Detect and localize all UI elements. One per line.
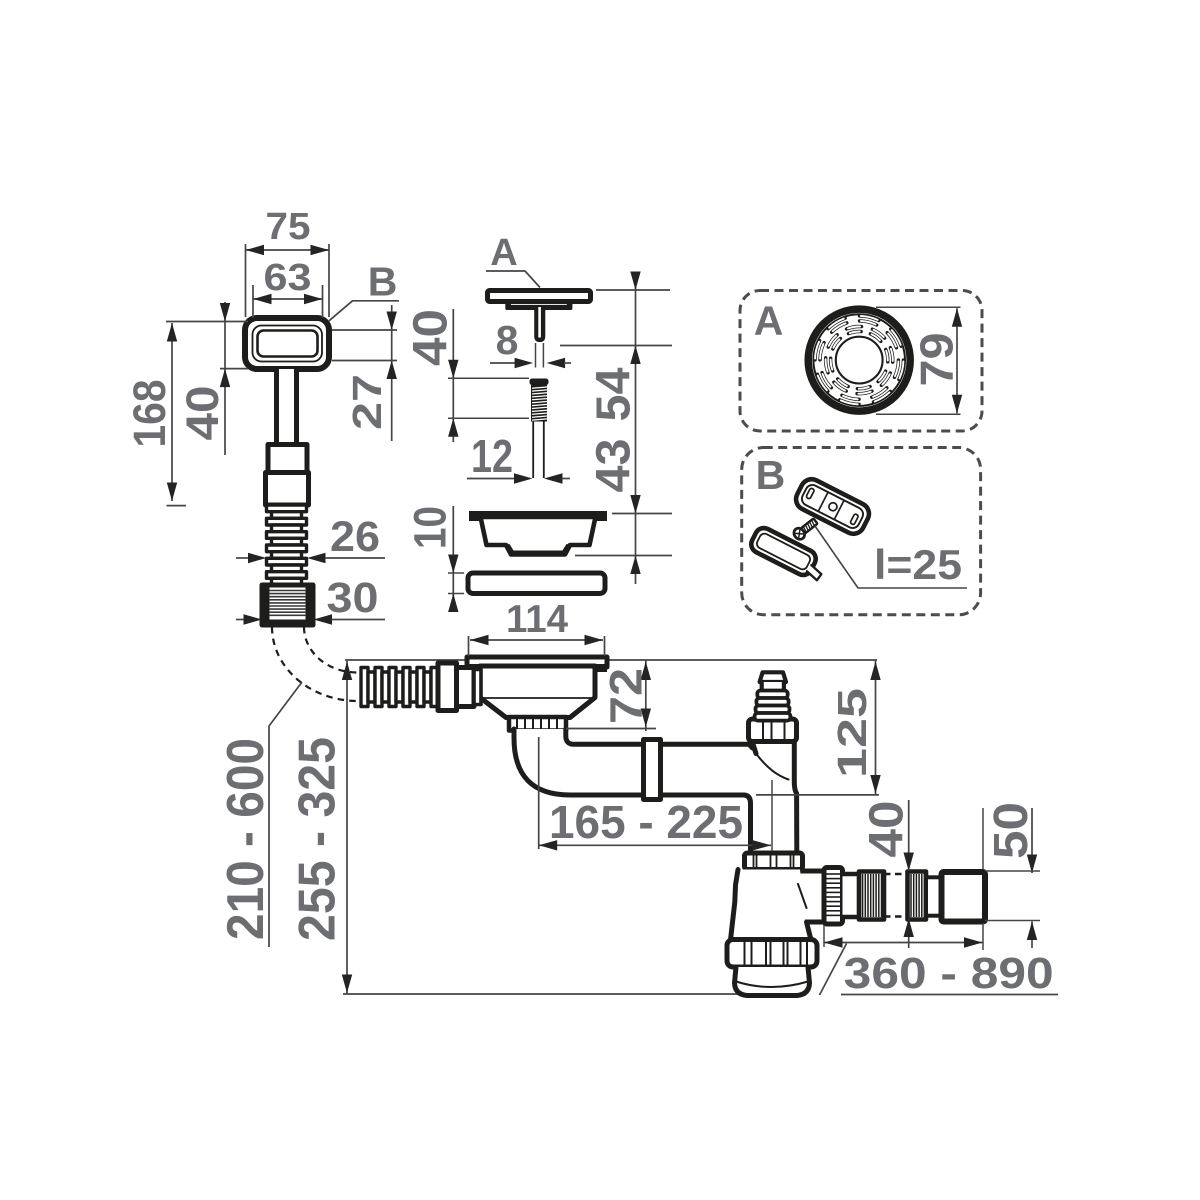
svg-text:30: 30 xyxy=(327,574,379,622)
svg-text:125: 125 xyxy=(829,688,875,778)
svg-text:75: 75 xyxy=(266,206,311,248)
svg-text:40: 40 xyxy=(860,801,913,858)
svg-text:l=25: l=25 xyxy=(874,541,962,588)
svg-text:10: 10 xyxy=(404,506,455,549)
svg-text:54: 54 xyxy=(587,367,640,421)
svg-text:26: 26 xyxy=(330,513,380,561)
svg-text:8: 8 xyxy=(496,317,519,363)
svg-text:B: B xyxy=(368,259,398,305)
svg-text:114: 114 xyxy=(506,598,568,641)
svg-text:27: 27 xyxy=(344,374,390,430)
svg-text:255 - 325: 255 - 325 xyxy=(289,737,347,941)
svg-text:40: 40 xyxy=(177,386,228,441)
svg-text:B: B xyxy=(756,452,786,498)
svg-text:165 - 225: 165 - 225 xyxy=(549,796,743,848)
svg-text:12: 12 xyxy=(471,430,513,482)
svg-text:50: 50 xyxy=(985,802,1038,859)
svg-text:40: 40 xyxy=(404,309,457,366)
svg-text:210 - 600: 210 - 600 xyxy=(217,738,275,940)
svg-text:168: 168 xyxy=(124,380,175,448)
svg-text:79: 79 xyxy=(911,333,963,387)
svg-text:A: A xyxy=(754,298,784,344)
svg-text:360 - 890: 360 - 890 xyxy=(844,949,1054,998)
svg-text:43: 43 xyxy=(587,439,640,493)
svg-text:A: A xyxy=(490,232,517,274)
svg-text:72: 72 xyxy=(600,668,651,724)
svg-text:63: 63 xyxy=(264,257,312,299)
